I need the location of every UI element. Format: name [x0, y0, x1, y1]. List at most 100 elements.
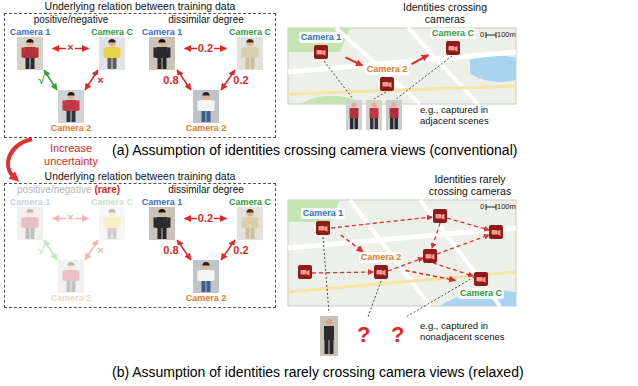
camera-label: Camera 2 — [359, 252, 404, 263]
person-photo — [237, 37, 263, 70]
uncertainty-arrow — [8, 139, 32, 177]
column-heading: dissimilar degree — [168, 184, 244, 196]
camera-label: Camera 1 — [142, 27, 183, 37]
person-leg — [67, 280, 71, 292]
person-photo — [99, 37, 125, 70]
camera-lens — [483, 277, 486, 283]
transition-label: Increase uncertainty — [36, 142, 106, 168]
camera-route — [433, 263, 473, 276]
scale-label: 0 — [480, 202, 484, 211]
person-leg — [375, 118, 379, 129]
person-shirt — [200, 100, 213, 111]
map-title: Identities crossing cameras — [395, 1, 495, 25]
leader-line — [396, 56, 452, 99]
camera-glyph — [383, 82, 389, 87]
camera-body — [316, 221, 330, 235]
camera-label: Camera C — [458, 288, 504, 299]
person-leg — [207, 280, 211, 292]
person-leg — [207, 110, 211, 122]
photo-background — [149, 207, 175, 240]
unknown-mark: ? — [357, 322, 370, 348]
person-shirt — [24, 217, 37, 228]
example-note: e.g., captured in adjacent scenes — [420, 104, 516, 126]
person-leg — [113, 227, 117, 239]
camera-icon — [489, 225, 503, 239]
camera-label: Camera 1 — [299, 32, 344, 43]
camera-lens — [455, 46, 458, 52]
panel-title: Underlying relation between training dat… — [45, 0, 236, 12]
camera-glyph — [449, 46, 455, 51]
person-head — [158, 39, 165, 46]
camera-glyph — [301, 270, 307, 275]
person-node: Camera C — [227, 197, 274, 240]
camera-body — [298, 265, 312, 279]
connector — [44, 70, 57, 90]
camera-node: Camera C — [428, 28, 479, 55]
photo-background — [17, 207, 43, 240]
person-hair — [158, 39, 165, 43]
connector — [412, 55, 429, 64]
photo-background — [193, 90, 219, 123]
person-leg — [158, 227, 162, 239]
edge-label: × — [66, 42, 74, 53]
person-leg — [67, 110, 71, 122]
scale-label: 100m — [497, 202, 516, 211]
map-road — [288, 86, 516, 94]
person-shirt — [24, 47, 37, 58]
camera-lens — [383, 270, 386, 276]
person-leg — [325, 340, 329, 354]
camera-label: Camera 1 — [142, 197, 183, 207]
camera-label: Camera C — [229, 197, 271, 207]
camera-node: Camera C — [456, 272, 507, 299]
person-leg — [26, 57, 30, 69]
column-heading: positive/negative — [17, 184, 92, 196]
connector — [44, 240, 57, 260]
camera-lens — [323, 50, 326, 56]
person-shirt — [200, 270, 213, 281]
camera-body — [374, 265, 388, 279]
scale-bar — [486, 204, 496, 210]
person-thumbnail — [346, 100, 362, 130]
person-head — [67, 262, 74, 269]
camera-icon — [423, 249, 437, 263]
dashed-connector — [341, 235, 363, 252]
person-thumbnail — [366, 100, 382, 130]
person-head — [158, 209, 165, 216]
person-leg — [163, 227, 167, 239]
camera-icon — [316, 221, 330, 235]
person-hair — [202, 262, 209, 266]
camera-lens — [498, 230, 501, 236]
column-heading: positive/negative — [34, 14, 109, 26]
camera-label: Camera C — [91, 27, 133, 37]
map-road — [350, 200, 430, 306]
camera-label: Camera 2 — [51, 123, 92, 133]
person-shirt — [65, 270, 78, 281]
photo-background — [17, 37, 43, 70]
person-node: Camera 2 — [49, 90, 94, 133]
camera-label: Camera 2 — [186, 123, 227, 133]
photo-background — [346, 100, 362, 130]
person-shirt — [370, 108, 379, 118]
panel-caption: (b) Assumption of identities rarely cros… — [112, 364, 524, 381]
photo-background — [386, 100, 402, 130]
map-region: Identities rarely crossing camerasCamera… — [288, 200, 516, 306]
person-leg — [370, 118, 374, 129]
person-leg — [202, 110, 206, 122]
map-ground — [288, 28, 516, 104]
person-hair — [246, 39, 253, 43]
leader-line — [368, 281, 381, 317]
scale-label: 0 — [480, 30, 484, 39]
camera-icon — [314, 45, 328, 59]
photo-background — [149, 37, 175, 70]
person-leg — [246, 57, 250, 69]
camera-label: Camera 1 — [301, 208, 346, 219]
photo-background — [99, 207, 125, 240]
person-photo — [58, 260, 84, 293]
map-ground — [288, 200, 516, 306]
camera-node: Camera 1 — [297, 32, 346, 59]
person-hair — [26, 39, 33, 43]
camera-route — [312, 272, 373, 273]
edge-label: × — [96, 75, 104, 86]
camera-lens — [307, 270, 310, 276]
